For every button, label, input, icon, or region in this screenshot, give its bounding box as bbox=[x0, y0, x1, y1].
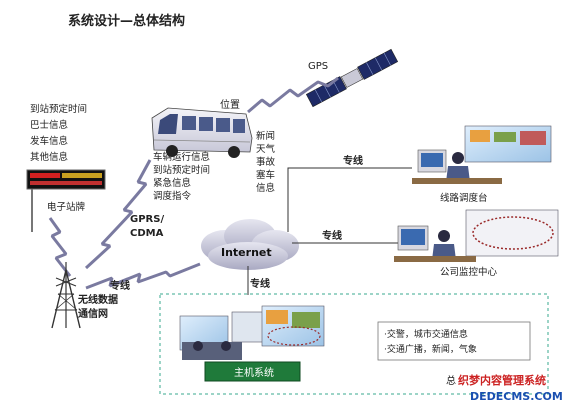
watermark-line1: 织梦内容管理系统 bbox=[458, 373, 546, 387]
dedicated-line-label: 专线 bbox=[110, 279, 130, 292]
dedicated-line-label: 专线 bbox=[250, 277, 270, 290]
dispatch-label: 线路调度台 bbox=[440, 192, 488, 204]
dedicated-line-connectors bbox=[247, 167, 412, 295]
sign-link-bolt bbox=[48, 217, 72, 277]
control-room-icon bbox=[179, 305, 325, 360]
broadcast-info-list: 新闻 天气 事故 塞车 信息 bbox=[256, 130, 276, 194]
broadcast-info-item: 天气 bbox=[256, 143, 276, 155]
sign-info-item: 巴士信息 bbox=[30, 119, 68, 131]
broadcast-info-item: 塞车 bbox=[256, 169, 275, 181]
bus-info-item: 调度指令 bbox=[153, 190, 192, 202]
external-info-line: ·交警，城市交通信息 bbox=[384, 328, 468, 340]
gps-satellite-icon bbox=[305, 48, 399, 108]
main-system-label: 主机系统 bbox=[234, 366, 274, 379]
bus-info-item: 到站预定时间 bbox=[153, 164, 210, 176]
broadcast-info-item: 事故 bbox=[256, 156, 276, 168]
dedicated-line-label: 专线 bbox=[343, 154, 363, 167]
watermark-partial: 总 bbox=[446, 374, 456, 387]
external-info-box bbox=[377, 321, 531, 361]
bus-info-item: 车辆运行信息 bbox=[153, 151, 210, 163]
dedicated-line-label: 专线 bbox=[322, 229, 342, 242]
bus-info-list: 车辆运行信息 到站预定时间 紧急信息 调度指令 bbox=[153, 151, 210, 202]
sign-info-list: 到站预定时间 巴士信息 发车信息 其他信息 bbox=[30, 103, 87, 163]
main-system-enclosure bbox=[159, 293, 549, 395]
monitor-center-label: 公司监控中心 bbox=[440, 266, 498, 278]
radio-tower-icon bbox=[51, 262, 81, 329]
gprs-label: GPRS/ bbox=[130, 214, 164, 225]
sign-info-item: 发车信息 bbox=[30, 135, 68, 147]
main-system-box bbox=[204, 361, 301, 382]
wireless-label-line2: 通信网 bbox=[78, 307, 108, 320]
sign-info-item: 到站预定时间 bbox=[30, 103, 87, 115]
bus-icon bbox=[151, 107, 253, 158]
broadcast-info-item: 信息 bbox=[256, 182, 275, 194]
wireless-label-line1: 无线数据 bbox=[77, 293, 118, 306]
external-info-line: ·交通广播，新闻，气象 bbox=[384, 343, 477, 355]
sign-label: 电子站牌 bbox=[47, 201, 86, 213]
electronic-sign-icon bbox=[26, 169, 106, 232]
dispatch-workstation-icon bbox=[412, 125, 552, 184]
watermark-line2: DEDECMS.COM bbox=[470, 390, 563, 403]
gps-link-bolt bbox=[247, 76, 339, 114]
bus-info-item: 紧急信息 bbox=[153, 177, 191, 189]
internet-cloud-icon bbox=[201, 219, 299, 270]
broadcast-info-item: 新闻 bbox=[256, 130, 275, 142]
cdma-label: CDMA bbox=[130, 228, 164, 239]
monitor-center-icon bbox=[394, 209, 559, 262]
position-label: 位置 bbox=[220, 98, 240, 111]
sign-info-item: 其他信息 bbox=[30, 151, 68, 163]
internet-label: Internet bbox=[221, 246, 272, 259]
gprs-link-bolt bbox=[84, 159, 152, 270]
tower-internet-bolt bbox=[85, 262, 201, 290]
diagram-title: 系统设计—总体结构 bbox=[68, 13, 185, 29]
gps-label: GPS bbox=[308, 61, 328, 72]
